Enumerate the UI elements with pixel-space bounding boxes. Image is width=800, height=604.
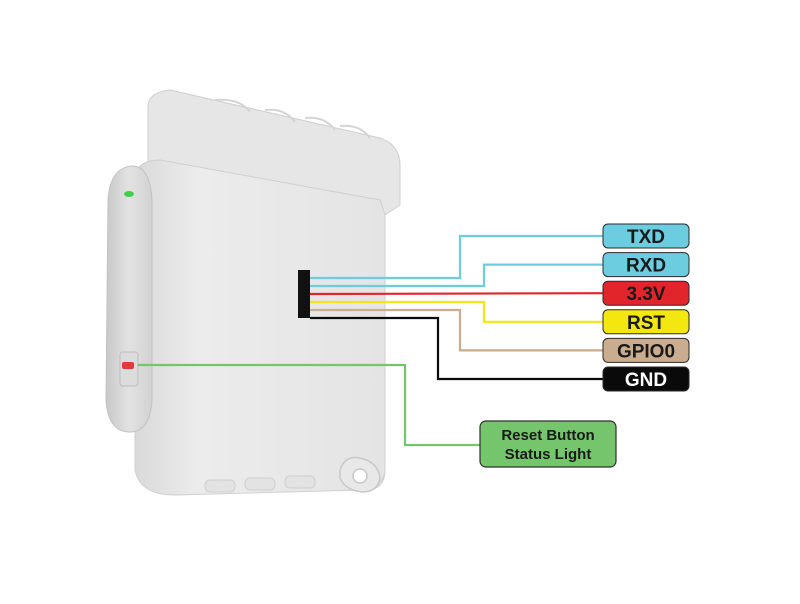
device [105,89,401,496]
device-clip-hole [352,468,368,484]
device-bottom-fins [204,475,316,493]
wire-33v [309,292,604,296]
device-front-face [105,165,153,433]
pin-box-txd [602,223,690,249]
device-body-side [134,159,386,496]
pin-label-rxd: RXD [626,256,666,277]
reset-button-icon[interactable] [122,362,134,369]
pin-label-33v: 3.3V [626,284,665,305]
pin-box-33v [602,280,690,306]
callout-line2: Status Light [505,446,592,463]
pin-label-rst: RST [627,313,665,334]
pin-label-txd: TXD [627,227,665,248]
wire-rxd [310,263,603,288]
wire-rst [310,300,603,323]
wire-gpio0 [310,308,603,352]
wires [309,234,604,381]
callout-wire [138,363,480,447]
callout: Reset Button Status Light [138,363,617,468]
callout-box [479,420,617,468]
serial-header-connector [298,270,310,318]
pin-label-gnd: GND [625,370,667,391]
pin-box-rst [602,309,690,335]
pin-box-rxd [602,252,690,278]
wire-txd [310,234,603,280]
pin-box-gpio0 [602,337,690,363]
wire-gnd [310,316,603,381]
pin-box-gnd [602,366,690,392]
status-led-icon [124,191,134,197]
callout-line1: Reset Button [501,427,594,444]
pin-label-gpio0: GPIO0 [617,341,675,362]
device-top-fins [214,98,371,139]
